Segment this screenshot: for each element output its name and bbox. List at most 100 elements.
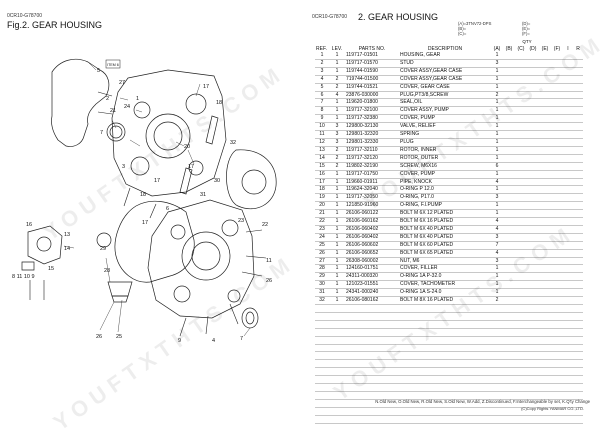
qty-empty-cell (551, 201, 563, 211)
description-cell: VALVE, RELIEF (399, 122, 491, 132)
qty-empty-cell (515, 98, 527, 108)
qty-header: QTY (522, 39, 532, 44)
ref-cell: 7 (315, 98, 329, 108)
qty-empty-cell (551, 130, 563, 139)
qty-empty-cell (573, 59, 583, 68)
empty-cell (345, 304, 399, 313)
callout-27: 27 (119, 80, 125, 86)
qty-empty-cell (503, 52, 515, 60)
qty-empty-cell (563, 217, 573, 226)
empty-cell (515, 415, 527, 424)
lev-cell: 1 (329, 201, 345, 211)
qty-empty-cell (551, 272, 563, 282)
description-cell: NUT, M6 (399, 257, 491, 266)
description-cell: PLUG,PT3/8,SCREW (399, 91, 491, 100)
callout-numbers: 5 27 2 21 7 24 1 17 18 20 17 3 30 31 32 … (12, 68, 272, 344)
qty-empty-cell (515, 217, 527, 226)
table-header-top: QTY (315, 38, 583, 45)
qty-empty-cell (563, 114, 573, 124)
qty-empty-cell (563, 257, 573, 266)
empty-cell (551, 399, 563, 408)
empty-table-row (315, 383, 583, 392)
qty-empty-cell (539, 185, 551, 195)
empty-cell (551, 391, 563, 400)
empty-cell (491, 336, 503, 345)
qty-empty-cell (563, 91, 573, 100)
lev-cell: 1 (329, 296, 345, 305)
callout-18: 18 (216, 100, 222, 106)
qty-empty-cell (573, 272, 583, 282)
callout-20: 20 (184, 144, 190, 150)
lev-cell: 1 (329, 288, 345, 298)
qty-empty-cell (527, 59, 539, 68)
empty-cell (563, 359, 573, 369)
filler-cap (107, 281, 133, 297)
ref-cell: 20 (315, 201, 329, 211)
qty-empty-cell (573, 233, 583, 242)
qty-empty-cell (527, 257, 539, 266)
qty-a-cell: 1 (491, 52, 503, 60)
qty-empty-cell (527, 114, 539, 124)
qty-empty-cell (573, 185, 583, 195)
empty-cell (329, 399, 345, 408)
parts-no-cell: 129800-32130 (345, 122, 399, 132)
qty-empty-cell (539, 241, 551, 250)
empty-cell (551, 344, 563, 353)
callout-23: 23 (238, 218, 244, 224)
ref-cell: 15 (315, 162, 329, 171)
empty-table-row (315, 351, 583, 361)
col-a-header: (A) (493, 45, 501, 52)
qty-a-cell: 3 (491, 59, 503, 68)
qty-empty-cell (573, 225, 583, 234)
qty-empty-cell (527, 201, 539, 211)
callout-17c: 17 (154, 178, 160, 184)
table-header: REF. LEV. PARTS NO. DESCRIPTION (A) (B) … (315, 45, 583, 52)
lev-cell: 4 (329, 91, 345, 100)
parts-no-cell: 26106-080162 (345, 296, 399, 305)
qty-empty-cell (539, 288, 551, 298)
ref-cell: 26 (315, 249, 329, 258)
description-cell: COVER, FILLER (399, 264, 491, 274)
qty-empty-cell (563, 272, 573, 282)
qty-empty-cell (551, 59, 563, 68)
description-cell: O-RING 1A S-24.0 (399, 288, 491, 298)
qty-empty-cell (515, 272, 527, 282)
parts-no-cell: 121850-91960 (345, 201, 399, 211)
empty-cell (551, 351, 563, 361)
ref-cell: 24 (315, 233, 329, 242)
empty-table-row (315, 375, 583, 385)
qty-empty-cell (527, 249, 539, 258)
empty-cell (539, 367, 551, 377)
lev-cell: 1 (329, 209, 345, 219)
qty-empty-cell (515, 130, 527, 139)
callout-17d: 17 (142, 220, 148, 226)
empty-cell (563, 415, 573, 424)
empty-cell (515, 320, 527, 329)
empty-cell (563, 391, 573, 400)
lev-cell: 1 (329, 264, 345, 274)
empty-cell (527, 399, 539, 408)
empty-cell (573, 320, 583, 329)
qty-empty-cell (573, 52, 583, 60)
empty-cell (503, 367, 515, 377)
empty-cell (503, 351, 515, 361)
empty-cell (527, 344, 539, 353)
qty-empty-cell (551, 67, 563, 76)
qty-empty-cell (515, 264, 527, 274)
qty-empty-cell (551, 209, 563, 219)
qty-empty-cell (503, 209, 515, 219)
empty-cell (573, 375, 583, 385)
lev-cell: 1 (329, 225, 345, 234)
qty-empty-cell (503, 193, 515, 203)
qty-empty-cell (551, 249, 563, 258)
lev-cell: 3 (329, 122, 345, 132)
qty-empty-cell (503, 98, 515, 108)
parts-no-cell: 24341-000240 (345, 288, 399, 298)
lev-cell: 1 (329, 185, 345, 195)
